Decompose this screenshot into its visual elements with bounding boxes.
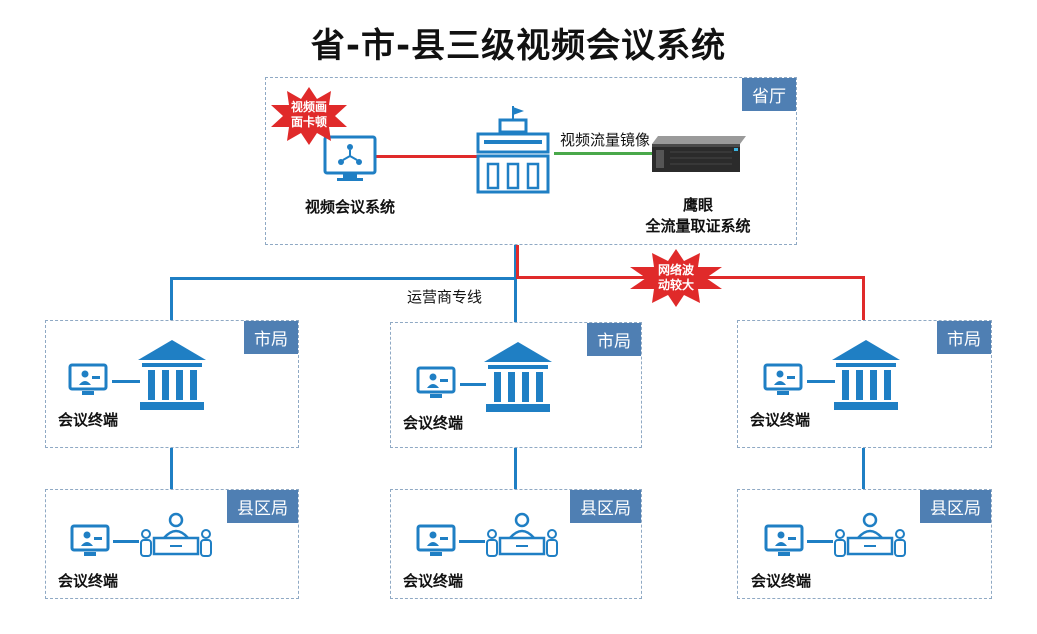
terminal-link — [460, 383, 486, 386]
eagle-eye-label: 鹰眼 全流量取证系统 — [628, 195, 768, 237]
government-building-icon — [476, 106, 550, 194]
terminal-link — [807, 540, 833, 543]
bank-building-icon — [832, 340, 900, 410]
alert-burst-icon — [271, 87, 347, 145]
network-alert-burst-icon — [630, 249, 722, 307]
province-tag: 省厅 — [742, 78, 796, 111]
alert-text-network: 网络波 动较大 — [654, 263, 698, 293]
terminal-link — [459, 540, 485, 543]
terminal-label: 会议终端 — [751, 572, 812, 590]
county-tag: 县区局 — [570, 490, 641, 523]
city-tag: 市局 — [587, 323, 641, 356]
video-monitor-icon — [323, 135, 377, 181]
trunk-line-red — [516, 243, 519, 278]
city-tag: 市局 — [937, 321, 991, 354]
terminal-monitor-icon — [70, 524, 110, 556]
video-system-label: 视频会议系统 — [304, 198, 395, 216]
terminal-monitor-icon — [763, 363, 803, 395]
terminal-label: 会议终端 — [750, 411, 811, 429]
terminal-monitor-icon — [68, 363, 108, 395]
county-tag: 县区局 — [920, 490, 991, 523]
alert-text-province: 视频画 面卡顿 — [287, 100, 331, 130]
server-rack-icon — [652, 136, 746, 172]
branch-line-blue — [170, 277, 516, 280]
trunk-line-blue — [514, 243, 517, 323]
terminal-link — [807, 380, 835, 383]
county-box: 县区局 — [390, 489, 642, 599]
network-alert-line2: 动较大 — [657, 278, 694, 292]
meeting-people-icon — [486, 512, 558, 557]
alert-line2: 面卡顿 — [290, 115, 327, 129]
mirror-line — [554, 152, 658, 155]
terminal-label: 会议终端 — [58, 411, 119, 429]
network-alert-line1: 网络波 — [657, 263, 694, 277]
video-link-line — [375, 155, 477, 158]
eagle-line2: 全流量取证系统 — [645, 217, 751, 235]
terminal-link — [112, 380, 140, 383]
city-county-line-1 — [170, 446, 173, 489]
city-county-line-3 — [862, 446, 865, 489]
terminal-label: 会议终端 — [403, 414, 464, 432]
terminal-link — [113, 540, 139, 543]
terminal-label: 会议终端 — [403, 572, 464, 590]
bank-building-icon — [138, 340, 206, 410]
terminal-monitor-icon — [764, 524, 804, 556]
county-tag: 县区局 — [227, 490, 298, 523]
meeting-people-icon — [140, 512, 212, 557]
mirror-label: 视频流量镜像 — [560, 131, 651, 149]
terminal-monitor-icon — [416, 524, 456, 556]
eagle-line1: 鹰眼 — [682, 196, 713, 214]
terminal-monitor-icon — [416, 366, 456, 398]
terminal-label: 会议终端 — [58, 572, 119, 590]
city-county-line-2 — [514, 446, 517, 489]
drop-line-left — [170, 277, 173, 321]
bank-building-icon — [484, 342, 552, 412]
carrier-line-label: 运营商专线 — [407, 288, 483, 306]
alert-line1: 视频画 — [290, 100, 327, 114]
page-title: 省-市-县三级视频会议系统 — [310, 26, 727, 66]
drop-line-right — [862, 276, 865, 321]
meeting-people-icon — [834, 512, 906, 557]
city-tag: 市局 — [244, 321, 298, 354]
